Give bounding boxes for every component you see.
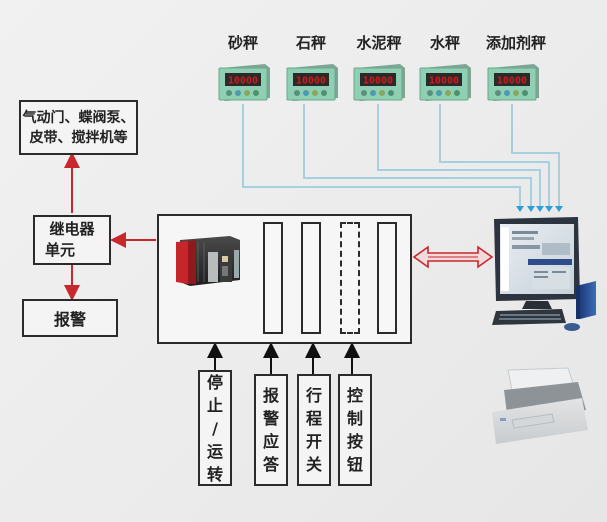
alarm-box: 报警 — [22, 299, 118, 337]
signal-line-stone — [303, 104, 532, 207]
weighing-meter: 10000 — [285, 62, 339, 102]
plc-computer-link-icon — [412, 245, 494, 269]
scale-label-stone: 石秤 — [295, 34, 326, 52]
relay-line-2: 单元 — [45, 241, 76, 259]
alarm-label: 报警 — [53, 310, 86, 329]
signal-line-water — [439, 104, 550, 207]
plc-module-slot-4 — [377, 222, 397, 334]
signal-arrow-icon — [536, 206, 544, 212]
signal-line-additive — [511, 104, 560, 207]
scale-label-additive: 添加剂秤 — [485, 34, 546, 52]
input-stop-run: 停 止 / 运 转 — [198, 370, 232, 486]
computer-icon — [492, 217, 596, 331]
meter-readout: 10000 — [363, 76, 393, 87]
weighing-meter-icon: 10000 — [353, 64, 405, 101]
relay-unit-box: 继电器 单元 — [33, 215, 111, 265]
actuators-line-2: 皮带、搅拌机等 — [29, 129, 128, 146]
printer-icon — [492, 367, 588, 444]
plc-module-slot-1 — [263, 222, 283, 334]
weighing-meter-icon: 10000 — [286, 64, 338, 101]
weighing-meter: 10000 — [486, 62, 540, 102]
weighing-meter: 10000 — [217, 62, 271, 102]
meter-readout: 10000 — [497, 76, 527, 87]
signal-arrow-icon — [516, 206, 524, 212]
weighing-meter: 10000 — [418, 62, 472, 102]
input-arrows — [207, 342, 360, 374]
signal-arrow-icon — [555, 206, 563, 212]
actuators-box: 气动门、蝶阀泵、 皮带、搅拌机等 — [19, 100, 138, 155]
meter-readout: 10000 — [228, 76, 258, 87]
signal-line-sand — [242, 104, 521, 207]
plc-module-slot-optional — [340, 222, 360, 334]
input-alarm-ack: 报 警 应 答 — [254, 374, 288, 486]
input-limit-switch: 行 程 开 关 — [297, 374, 331, 486]
scale-label-water: 水秤 — [429, 34, 460, 52]
meter-readout: 10000 — [296, 76, 326, 87]
plc-module-slot-2 — [301, 222, 321, 334]
signal-line-cement — [377, 104, 541, 207]
signal-arrow-icon — [545, 206, 553, 212]
scale-label-sand: 砂秤 — [227, 34, 258, 52]
actuators-line-1: 气动门、蝶阀泵、 — [22, 109, 135, 126]
weighing-meter-icon: 10000 — [487, 64, 539, 101]
relay-line-1: 继电器 — [49, 220, 95, 238]
scale-label-cement: 水泥秤 — [356, 34, 402, 52]
weighing-meter-icon: 10000 — [218, 64, 270, 101]
scale-signal-lines — [242, 104, 560, 207]
weighing-meter-icon: 10000 — [419, 64, 471, 101]
weighing-meter: 10000 — [352, 62, 406, 102]
plc-controller-icon — [176, 236, 240, 286]
meter-readout: 10000 — [429, 76, 459, 87]
input-control-button: 控 制 按 钮 — [338, 374, 372, 486]
signal-arrow-icon — [527, 206, 535, 212]
signal-arrowheads — [516, 206, 563, 212]
